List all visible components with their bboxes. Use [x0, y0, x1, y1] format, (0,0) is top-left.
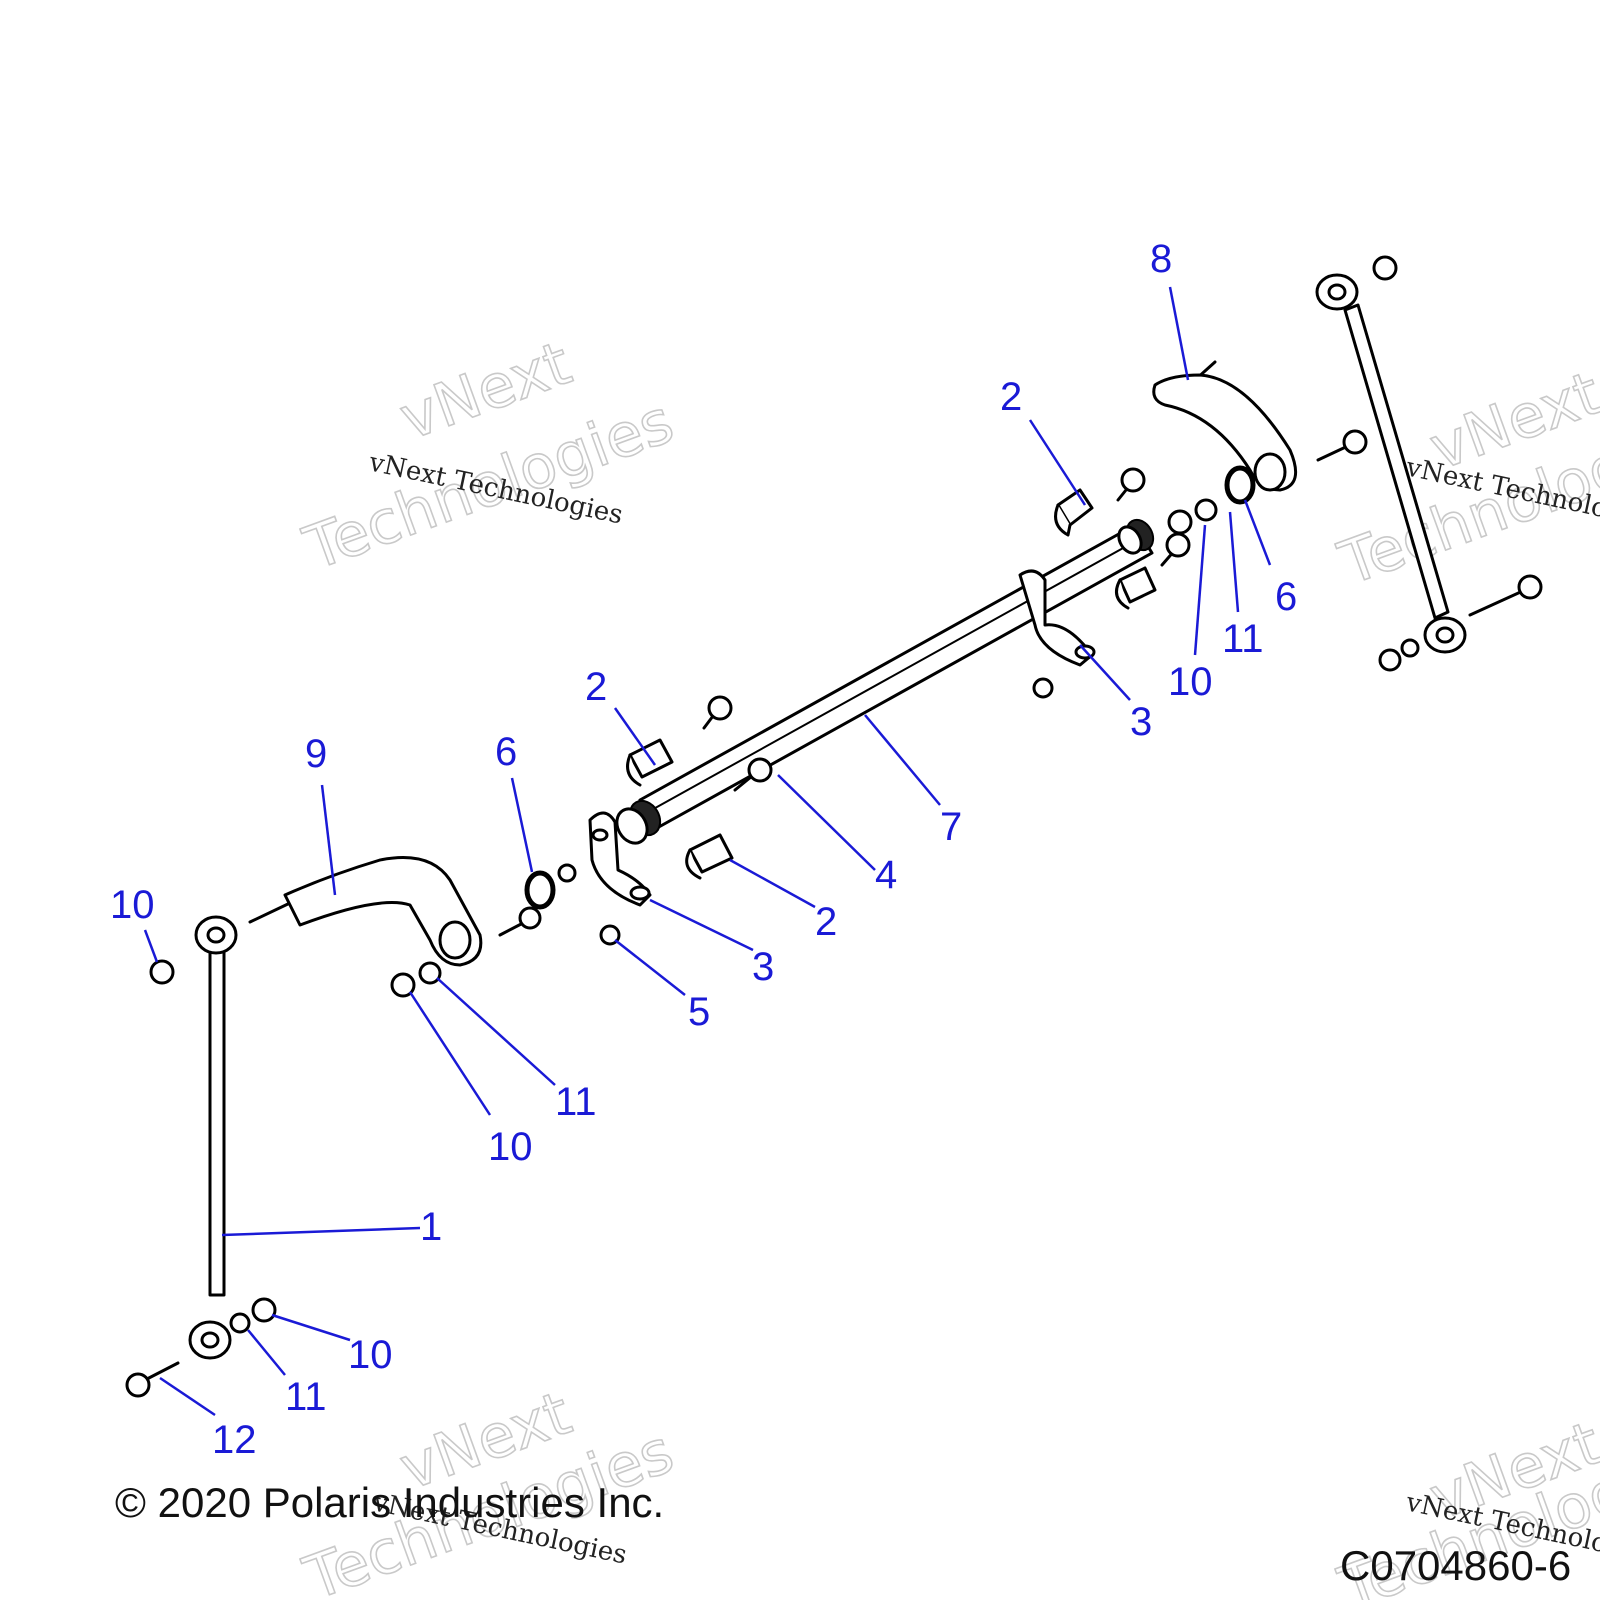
bushing-low — [685, 833, 734, 880]
washer-11-right — [1194, 498, 1218, 522]
callout-6-left: 6 — [495, 730, 517, 774]
callout-12: 12 — [212, 1418, 257, 1462]
bolt-small-mid — [702, 695, 733, 730]
callout-7: 7 — [940, 805, 962, 849]
arm-9-left — [248, 856, 483, 967]
pin-4 — [733, 757, 773, 792]
callout-5: 5 — [688, 990, 710, 1034]
washer-11-bottom — [229, 1312, 251, 1334]
callout-10-right: 10 — [1168, 660, 1213, 704]
bushing-top — [1054, 488, 1094, 537]
bolt-right-link — [1468, 574, 1543, 617]
watermark-top-left: vNext Technologies vNext Technologies — [294, 328, 683, 586]
leader-lines — [143, 286, 1272, 1417]
nut-10-bottom — [251, 1297, 277, 1323]
callout-11-bottom: 11 — [285, 1375, 327, 1419]
washer-10-left — [390, 972, 416, 998]
callout-1: 1 — [420, 1205, 442, 1249]
callout-11-left: 11 — [555, 1080, 597, 1124]
bushing-clamp-left — [588, 811, 652, 907]
bolt-small-right — [1160, 532, 1191, 567]
washer-11-left — [418, 961, 442, 985]
nut-right — [1032, 677, 1054, 699]
arm-8-right — [1152, 360, 1298, 492]
nut-10-top-left — [149, 959, 175, 985]
callout-10-left-top: 10 — [110, 883, 155, 927]
callout-8: 8 — [1150, 237, 1172, 281]
callout-11-right: 11 — [1222, 617, 1264, 661]
bolt-arm-right — [1316, 429, 1368, 462]
bolt-small-top — [1116, 467, 1146, 502]
nut-5 — [599, 924, 621, 946]
callout-10-left: 10 — [488, 1125, 533, 1169]
o-ring-6-left — [524, 870, 556, 910]
callout-6-right: 6 — [1275, 575, 1297, 619]
bushing-mid — [626, 738, 674, 787]
stabilizer-bar — [615, 518, 1155, 845]
bolt-arm-left — [498, 906, 542, 937]
callout-3-left: 3 — [752, 945, 774, 989]
callout-2-low: 2 — [815, 900, 837, 944]
callout-2-mid: 2 — [585, 665, 607, 709]
nut-top-right — [1372, 255, 1398, 281]
link-rod-right — [1315, 273, 1467, 654]
callout-9: 9 — [305, 732, 327, 776]
bolt-12 — [125, 1361, 180, 1398]
callout-2-top: 2 — [1000, 375, 1022, 419]
link-rod-1 — [188, 915, 238, 1360]
callout-10-bottom: 10 — [348, 1333, 393, 1377]
nut-right-link — [1378, 648, 1402, 672]
bushing-right — [1114, 566, 1157, 610]
washer-right-link — [1400, 638, 1420, 658]
callout-3-right: 3 — [1130, 700, 1152, 744]
washer-10-right — [1167, 509, 1193, 535]
drawing-number: C0704860-6 — [1340, 1542, 1571, 1589]
o-ring-6-right — [1224, 465, 1256, 505]
copyright-text: © 2020 Polaris Industries Inc. — [115, 1479, 664, 1526]
washer-left — [557, 863, 577, 883]
callout-4: 4 — [875, 853, 897, 897]
callouts: 8 2 6 11 10 3 2 9 6 7 4 2 3 5 10 11 10 1… — [110, 237, 1297, 1462]
bushing-clamp-right — [1018, 569, 1096, 667]
